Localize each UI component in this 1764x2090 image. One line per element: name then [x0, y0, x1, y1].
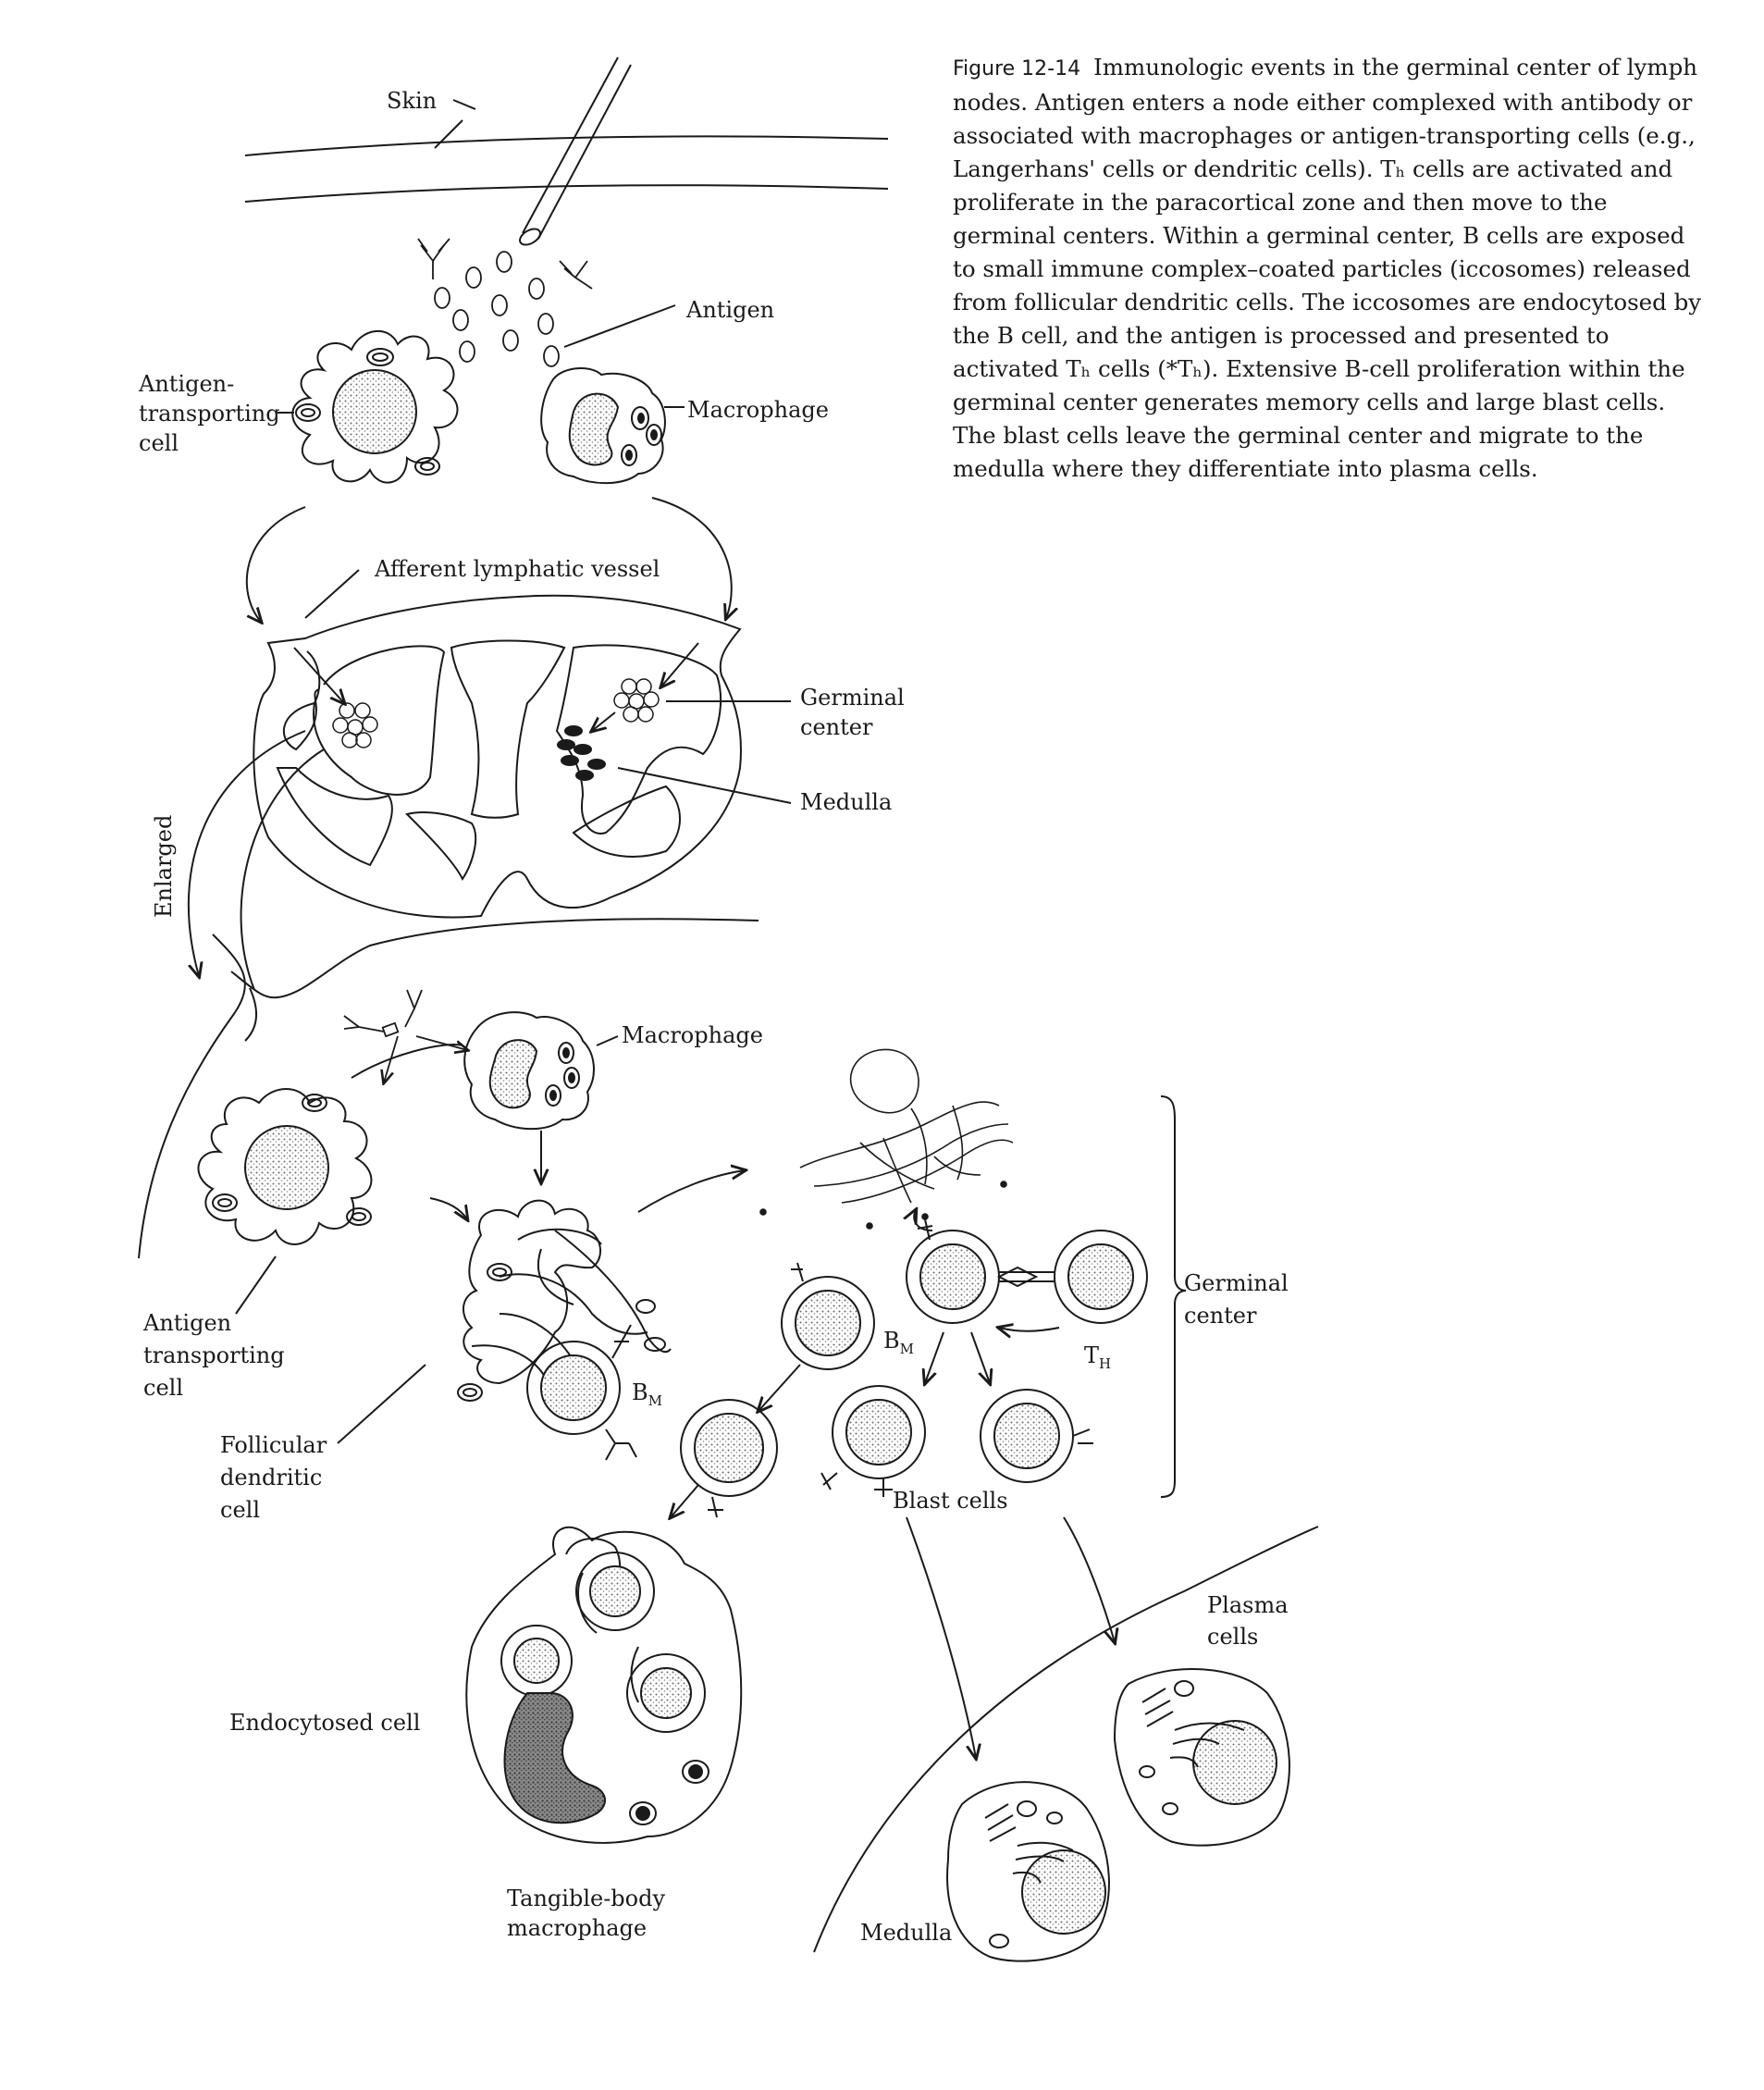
needle-icon — [519, 56, 632, 246]
medulla-bottom-label: Medulla — [860, 1920, 953, 1946]
enlarged-arrow-outline — [240, 748, 325, 991]
antigen-transporting-label-1: Antigen- — [139, 371, 235, 397]
medulla-boundary — [813, 1526, 1319, 1953]
blast-cells-label: Blast cells — [893, 1488, 1008, 1514]
plasma-cell-2 — [1113, 1667, 1290, 1847]
bm-letter: B — [632, 1379, 648, 1405]
germinal-center-label-2: center — [800, 714, 873, 740]
follicular-label-2: dendritic — [220, 1465, 323, 1490]
antigen-transporting-low-label-1: Antigen — [143, 1310, 232, 1336]
enlarged-region — [138, 918, 759, 1259]
macrophage-top — [540, 367, 685, 485]
figure-number: Figure 12-14 — [953, 57, 1081, 80]
macrophage-top-label: Macrophage — [687, 397, 829, 423]
tangible-body-label-1: Tangible-body — [507, 1886, 666, 1911]
tangible-body-macrophage — [465, 1526, 743, 1844]
arrow-left-to-node — [245, 506, 306, 622]
th-letter: T — [1084, 1342, 1100, 1368]
blast-cells — [680, 1385, 1093, 1518]
germinal-brace — [1160, 1095, 1187, 1498]
tangible-body-label-2: macrophage — [507, 1915, 648, 1941]
antigen-transporting-label-3: cell — [139, 430, 179, 456]
germinal-right-label-1: Germinal — [1184, 1270, 1289, 1296]
bm-subscript: M — [648, 1391, 662, 1409]
immune-complex-icon — [343, 989, 467, 1082]
antigen-transporting-cell-low — [197, 1044, 467, 1315]
afferent-pointer — [304, 569, 360, 619]
plasma-cell-1 — [946, 1781, 1110, 1962]
plasma-label-2: cells — [1207, 1624, 1259, 1650]
enlarged-label: Enlarged — [151, 814, 177, 918]
antigen-label: Antigen — [686, 297, 775, 323]
follicular-dendritic-cell — [337, 1199, 672, 1444]
afferent-label: Afferent lymphatic vessel — [375, 556, 660, 582]
arrow-to-plasma-1 — [906, 1516, 976, 1758]
bm2-subscript: M — [899, 1340, 914, 1357]
follicular-label-1: Follicular — [220, 1432, 327, 1458]
activated-b-cell — [907, 1210, 1000, 1324]
b-memory-cell — [781, 1262, 875, 1370]
antibody-icon — [417, 238, 593, 290]
antigen-transporting-cell-top — [278, 329, 459, 484]
endocytosed-cell-label: Endocytosed cell — [229, 1710, 421, 1736]
enlarged-arrow — [187, 730, 306, 976]
plasma-label-1: Plasma — [1207, 1592, 1289, 1618]
lymph-node — [253, 594, 792, 919]
th-cell — [999, 1230, 1148, 1331]
antigen-transporting-label-2: transporting — [139, 401, 280, 427]
iccosome-network — [759, 1048, 1014, 1230]
macrophage-mid-label: Macrophage — [622, 1022, 763, 1048]
macrophage-mid — [463, 1011, 619, 1182]
antigen-pointer — [563, 304, 676, 348]
th-label: TH — [1084, 1340, 1111, 1379]
antigen-transporting-low-label-3: cell — [143, 1375, 183, 1401]
arrow-to-plasma-2 — [1063, 1516, 1115, 1642]
th-subscript: H — [1099, 1354, 1112, 1372]
medulla-node-label: Medulla — [800, 789, 893, 815]
skin-label: Skin — [387, 88, 438, 114]
arrow-right-to-node — [651, 497, 732, 618]
b-memory-cell-left — [526, 1324, 637, 1461]
caption-text: Immunologic events in the germinal cente… — [953, 54, 1702, 482]
iccosome-arrow — [637, 1170, 745, 1213]
antigen-particles — [434, 251, 560, 367]
skin-layer — [244, 99, 889, 203]
medulla-pointer — [617, 767, 792, 804]
blast-arrows — [671, 1331, 990, 1517]
bm-label-right: BM — [883, 1325, 914, 1365]
germinal-center-label-1: Germinal — [800, 685, 905, 711]
germinal-right-label-2: center — [1184, 1303, 1257, 1329]
bm2-letter: B — [883, 1328, 900, 1354]
antigen-transporting-low-label-2: transporting — [143, 1342, 285, 1368]
follicular-label-3: cell — [220, 1497, 260, 1523]
bm-label-left: BM — [632, 1377, 662, 1416]
